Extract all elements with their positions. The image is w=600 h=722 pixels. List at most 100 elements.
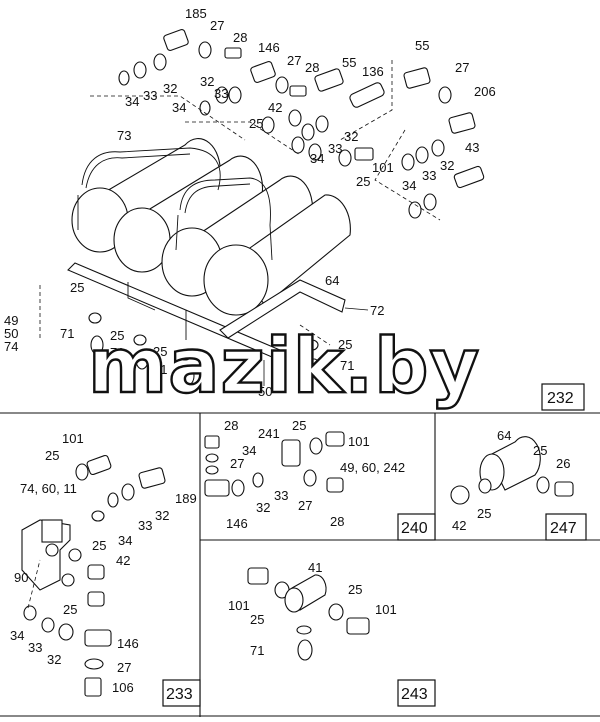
part-label: 33 — [328, 141, 342, 156]
part-label: 206 — [474, 84, 496, 99]
part-label: 27 — [117, 660, 131, 675]
section-number-243: 243 — [397, 679, 436, 707]
part-label: 25 — [153, 344, 167, 359]
part-label: 74 — [4, 339, 18, 354]
part-label: 34 — [118, 533, 132, 548]
part-label: 101 — [375, 602, 397, 617]
part-label: 27 — [210, 18, 224, 33]
part-label: 25 — [250, 612, 264, 627]
part-label: 41 — [308, 560, 322, 575]
part-label: 55 — [415, 38, 429, 53]
part-label: 34 — [125, 94, 139, 109]
part-label: 33 — [143, 88, 157, 103]
part-label: 42 — [452, 518, 466, 533]
part-label: 25 — [292, 418, 306, 433]
part-label: 33 — [138, 518, 152, 533]
part-label: 49, 60, 242 — [340, 460, 405, 475]
part-label: 28 — [305, 60, 319, 75]
part-label: 25 — [477, 506, 491, 521]
part-label: 146 — [258, 40, 280, 55]
part-label: 74, 60, 11 — [20, 481, 77, 496]
section-number-232: 232 — [541, 383, 585, 411]
drain-valves — [88, 312, 321, 386]
part-label: 101 — [228, 598, 250, 613]
part-label: 34 — [242, 443, 256, 458]
part-label: 25 — [70, 280, 84, 295]
part-label: 43 — [465, 140, 479, 155]
part-label: 136 — [362, 64, 384, 79]
section-number: 243 — [401, 686, 428, 703]
part-label: 34 — [10, 628, 24, 643]
part-label: 33 — [214, 86, 228, 101]
section-247-drawing — [450, 436, 574, 505]
part-label: 71 — [153, 362, 167, 377]
part-label: 25 — [348, 582, 362, 597]
part-label: 33 — [422, 168, 436, 183]
part-label: 106 — [112, 680, 134, 695]
part-label: 73 — [117, 128, 131, 143]
part-label: 71 — [250, 643, 264, 658]
part-label: 64 — [325, 273, 339, 288]
part-label: 33 — [28, 640, 42, 655]
part-label: 25 — [92, 538, 106, 553]
section-number-233: 233 — [162, 679, 201, 707]
section-number-240: 240 — [397, 513, 436, 541]
part-label: 25 — [533, 443, 547, 458]
part-labels-240: 28 241 25 101 34 27 49, 60, 242 146 32 3… — [224, 418, 405, 531]
part-label: 25 — [356, 174, 370, 189]
part-labels-243: 41 25 101 25 101 71 — [228, 560, 397, 658]
section-number: 240 — [401, 520, 428, 537]
part-label: 32 — [344, 129, 358, 144]
section-number: 232 — [547, 390, 574, 407]
section-number: 233 — [166, 686, 193, 703]
part-label: 27 — [455, 60, 469, 75]
part-label: 241 — [258, 426, 280, 441]
part-label: 64 — [497, 428, 511, 443]
part-label: 26 — [556, 456, 570, 471]
part-labels-247: 64 25 26 42 25 — [452, 428, 570, 533]
air-tanks — [71, 138, 351, 316]
part-label: 189 — [175, 491, 197, 506]
part-label: 25 — [338, 337, 352, 352]
part-label: 25 — [110, 328, 124, 343]
part-label: 25 — [249, 116, 263, 131]
part-label: 28 — [224, 418, 238, 433]
part-label: 32 — [47, 652, 61, 667]
part-label: 72 — [370, 303, 384, 318]
part-label: 27 — [298, 498, 312, 513]
section-number-247: 247 — [545, 513, 587, 541]
air-tank — [113, 155, 264, 273]
part-label: 33 — [274, 488, 288, 503]
part-label: 55 — [342, 55, 356, 70]
part-label: 49 — [4, 313, 18, 328]
part-label: 50 — [4, 326, 18, 341]
part-label: 25 — [63, 602, 77, 617]
part-label: 71 — [340, 358, 354, 373]
part-label: 27 — [230, 456, 244, 471]
part-label: 25 — [45, 448, 59, 463]
part-label: 42 — [116, 553, 130, 568]
part-label: 28 — [233, 30, 247, 45]
part-label: 71 — [60, 326, 74, 341]
part-label: 27 — [287, 53, 301, 68]
section-number: 247 — [550, 520, 577, 537]
part-label: 28 — [330, 514, 344, 529]
part-label: 71 — [110, 345, 124, 360]
watermark-text: mazik.by — [88, 321, 480, 410]
part-label: 101 — [372, 160, 394, 175]
part-label: 32 — [440, 158, 454, 173]
part-label: 90 — [14, 570, 28, 585]
part-labels-233: 101 25 74, 60, 11 189 32 33 34 90 25 42 … — [10, 431, 197, 695]
part-labels-main: 185 27 28 146 27 28 55 136 55 27 206 34 … — [4, 6, 496, 399]
part-label: 146 — [226, 516, 248, 531]
section-frames — [0, 412, 600, 717]
part-label: 32 — [256, 500, 270, 515]
part-label: 32 — [155, 508, 169, 523]
section-233-drawing — [21, 454, 166, 697]
section-240-drawing — [204, 431, 345, 497]
part-label: 32 — [200, 74, 214, 89]
fittings-top — [118, 29, 485, 219]
part-label: 42 — [268, 100, 282, 115]
guide-lines — [39, 60, 441, 346]
